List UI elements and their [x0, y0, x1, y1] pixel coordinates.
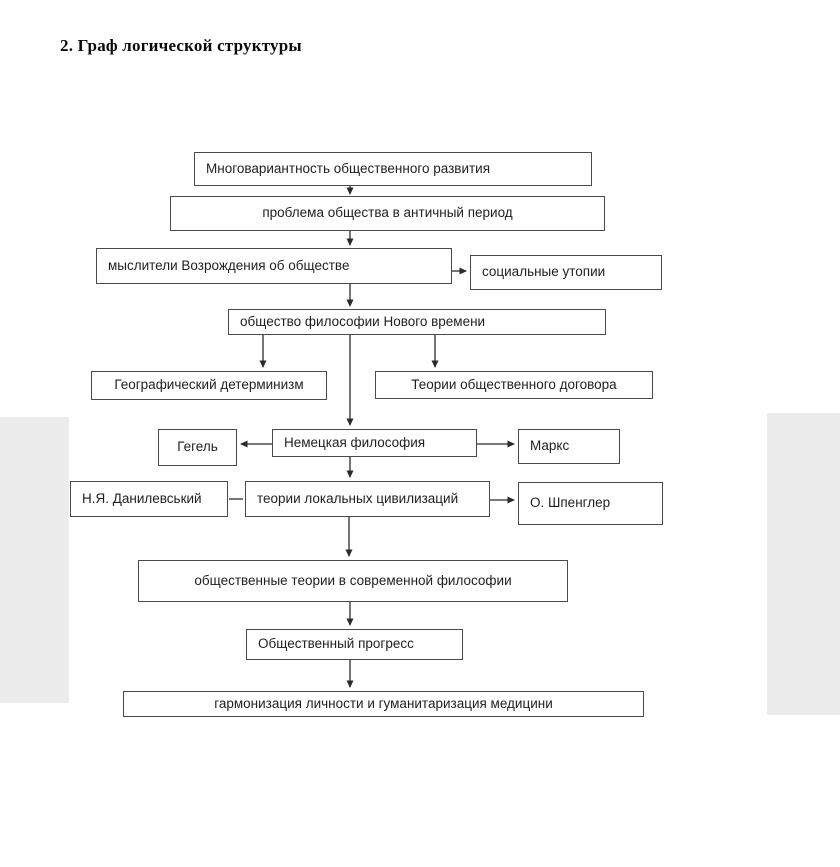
node-german: Немецкая философия: [272, 429, 477, 457]
node-danilevsky: Н.Я. Данилевський: [70, 481, 228, 517]
node-marx: Маркс: [518, 429, 620, 464]
left-scan-margin-band: [0, 417, 69, 703]
node-spengler: О. Шпенглер: [518, 482, 663, 525]
node-renaissance: мыслители Возрождения об обществе: [96, 248, 452, 284]
node-harmony: гармонизация личности и гуманитаризация …: [123, 691, 644, 717]
node-local: теории локальных цивилизаций: [245, 481, 490, 517]
node-geo: Географический детерминизм: [91, 371, 327, 400]
node-newtime: общество философии Нового времени: [228, 309, 606, 335]
node-modern: общественные теории в современной филосо…: [138, 560, 568, 602]
node-contract: Теории общественного договора: [375, 371, 653, 399]
right-scan-margin-band: [767, 413, 840, 715]
node-antique: проблема общества в античный период: [170, 196, 605, 231]
node-utopias: социальные утопии: [470, 255, 662, 290]
node-hegel: Гегель: [158, 429, 237, 466]
node-progress: Общественный прогресс: [246, 629, 463, 660]
node-multivariance: Многовариантность общественного развития: [194, 152, 592, 186]
page-title: 2. Граф логической структуры: [60, 36, 302, 55]
